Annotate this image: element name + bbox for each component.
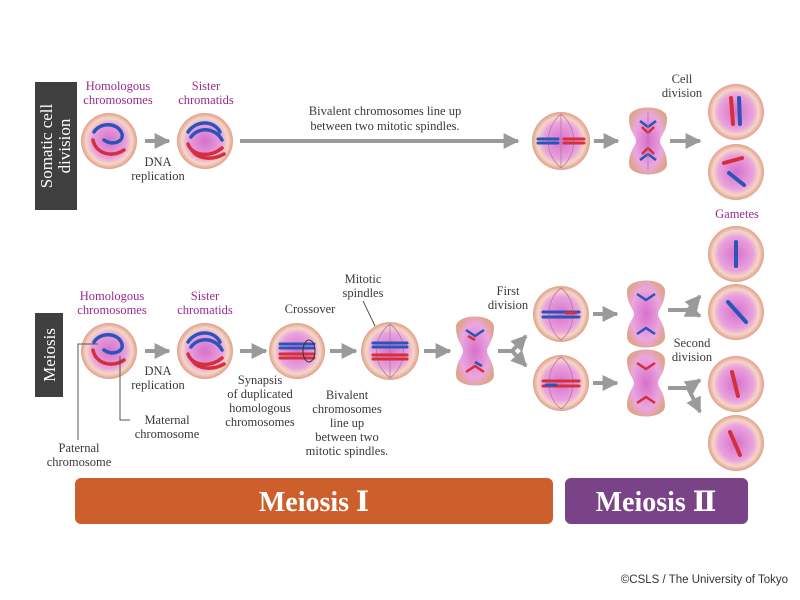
bivalent-label-1: Bivalent (326, 388, 369, 402)
gamete-cell-3 (708, 356, 764, 412)
meiosis-2-label: Meiosis Ⅱ (596, 487, 717, 518)
somatic-bivalent-label-1: Bivalent chromosomes line up (309, 104, 461, 118)
maternal-label-2: chromosome (135, 427, 200, 441)
somatic-cell-division-label-2: division (662, 86, 703, 100)
somatic-side-label-2: division (55, 118, 74, 173)
copyright-text: ©CSLS / The University of Tokyo (621, 574, 788, 586)
somatic-sister-label-2: chromatids (178, 93, 234, 107)
somatic-dna-label-2: replication (131, 169, 185, 183)
meiosis-dna-label-1: DNA (144, 364, 171, 378)
mitotic-spindles-label-1: Mitotic (345, 272, 382, 286)
somatic-dna-label-1: DNA (144, 155, 171, 169)
paternal-label-1: Paternal (59, 441, 100, 455)
somatic-cell-metaphase (532, 112, 590, 170)
meiosis-2-banner (565, 478, 748, 524)
bivalent-label-3: line up (330, 416, 364, 430)
second-division-arrow-3 (668, 378, 702, 395)
somatic-cell-homologous (81, 113, 137, 169)
mitotic-spindles-label-2: spindles (343, 286, 384, 300)
meiosis-dna-label-2: replication (131, 378, 185, 392)
gamete-cell-1 (708, 226, 764, 282)
second-division-label-1: Second (674, 336, 712, 350)
gamete-cell-2 (708, 284, 764, 340)
meiosis-cell-homologous (81, 323, 137, 379)
meiosis-1-label: Meiosis Ⅰ (259, 487, 369, 518)
synapsis-label-3: homologous (229, 401, 291, 415)
first-division-arrow-down (510, 349, 528, 368)
meiosis-homologous-label-2: chromosomes (77, 303, 147, 317)
first-division-label-1: First (497, 284, 520, 298)
synapsis-label-1: Synapsis (238, 373, 283, 387)
paternal-leader-line (77, 343, 98, 440)
meiosis-cell-sister-chromatids (177, 323, 233, 379)
bivalent-label-2: chromosomes (312, 402, 382, 416)
meiosis-1-banner (75, 478, 553, 524)
maternal-leader-line (119, 356, 130, 421)
somatic-daughter-cell-2 (708, 144, 764, 200)
bivalent-label-4: between two (315, 430, 379, 444)
somatic-cell-division-label-1: Cell (672, 72, 693, 86)
meiosis-cell-first-division (456, 316, 494, 386)
meiosis2-cell-lower-anaphase (627, 349, 665, 417)
gametes-label: Gametes (715, 207, 759, 221)
second-division-arrow-4 (686, 387, 702, 414)
meiosis-side-label: Meiosis (40, 328, 59, 382)
second-division-arrow-2 (683, 302, 702, 318)
second-division-label-2: division (672, 350, 713, 364)
meiosis-homologous-label-1: Homologous (80, 289, 145, 303)
maternal-label-1: Maternal (144, 413, 190, 427)
meiosis-cell-synapsis (269, 323, 325, 379)
bivalent-label-5: mitotic spindles. (306, 444, 389, 458)
meiosis2-cell-upper-anaphase (627, 280, 665, 348)
meiosis2-cell-upper-metaphase (533, 286, 589, 342)
first-division-arrow-up (498, 334, 528, 353)
meiosis-sister-label-1: Sister (191, 289, 220, 303)
meiosis-sister-label-2: chromatids (177, 303, 233, 317)
somatic-side-label-1: Somatic cell (37, 103, 56, 188)
synapsis-label-2: of duplicated (227, 387, 293, 401)
somatic-homologous-label-2: chromosomes (83, 93, 153, 107)
spindle-leader-line (362, 300, 376, 327)
synapsis-label-4: chromosomes (225, 415, 295, 429)
somatic-homologous-label-1: Homologous (86, 79, 151, 93)
somatic-cell-anaphase (629, 107, 667, 175)
paternal-label-2: chromosome (47, 455, 112, 469)
somatic-sister-label-1: Sister (192, 79, 221, 93)
meiosis-cell-bivalent (361, 322, 419, 380)
meiosis2-cell-lower-metaphase (533, 355, 589, 411)
somatic-cell-sister-chromatids (177, 113, 233, 169)
somatic-bivalent-label-2: between two mitotic spindles. (310, 119, 459, 133)
meiosis-side-bg (35, 313, 63, 397)
crossover-label: Crossover (285, 302, 337, 316)
first-division-label-2: division (488, 298, 529, 312)
somatic-daughter-cell-1 (708, 84, 764, 140)
second-division-arrow-1 (668, 294, 702, 313)
somatic-side-bg (35, 82, 77, 210)
gamete-cell-4 (708, 415, 764, 471)
